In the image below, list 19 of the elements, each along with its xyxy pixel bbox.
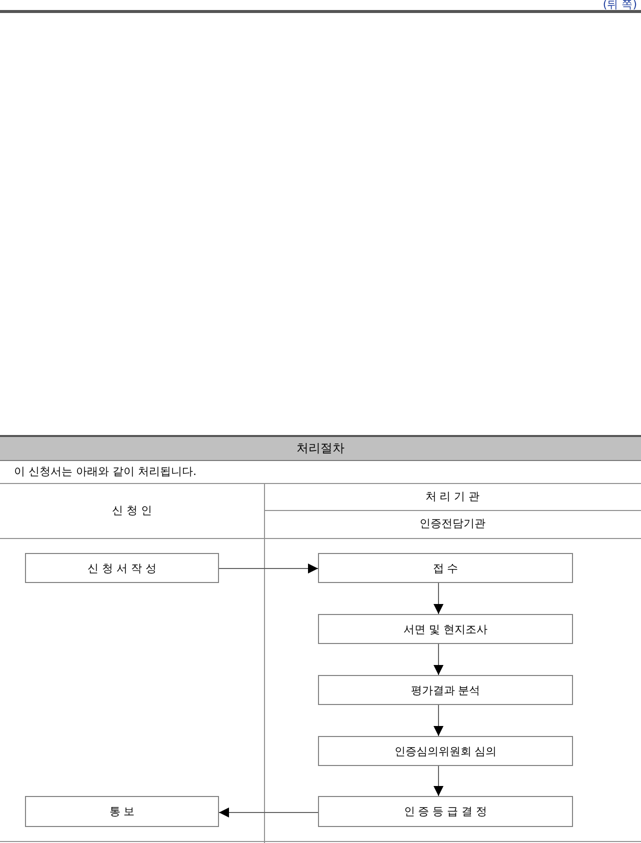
arrow bbox=[218, 564, 318, 574]
page-side-label: (뒤 쪽) bbox=[602, 0, 637, 11]
process-box: 인 증 등 급 결 정 bbox=[318, 796, 573, 827]
column-header: 신 청 인 bbox=[112, 504, 152, 517]
arrow bbox=[434, 766, 444, 796]
title-bar: 처리절차 bbox=[0, 437, 641, 460]
column-header: 처 리 기 관 bbox=[425, 490, 480, 503]
arrow bbox=[434, 644, 444, 676]
process-box: 통 보 bbox=[25, 796, 219, 827]
process-box: 평가결과 분석 bbox=[318, 675, 573, 705]
process-box: 서면 및 현지조사 bbox=[318, 614, 573, 644]
arrow bbox=[434, 582, 444, 614]
arrow bbox=[434, 704, 444, 736]
process-box: 인증심의위원회 심의 bbox=[318, 736, 573, 766]
arrow bbox=[218, 808, 318, 818]
intro-text: 이 신청서는 아래와 같이 처리됩니다. bbox=[14, 465, 196, 478]
process-box: 접 수 bbox=[318, 553, 573, 583]
process-box: 신 청 서 작 성 bbox=[25, 553, 219, 583]
column-header: 인증전담기관 bbox=[420, 517, 486, 530]
